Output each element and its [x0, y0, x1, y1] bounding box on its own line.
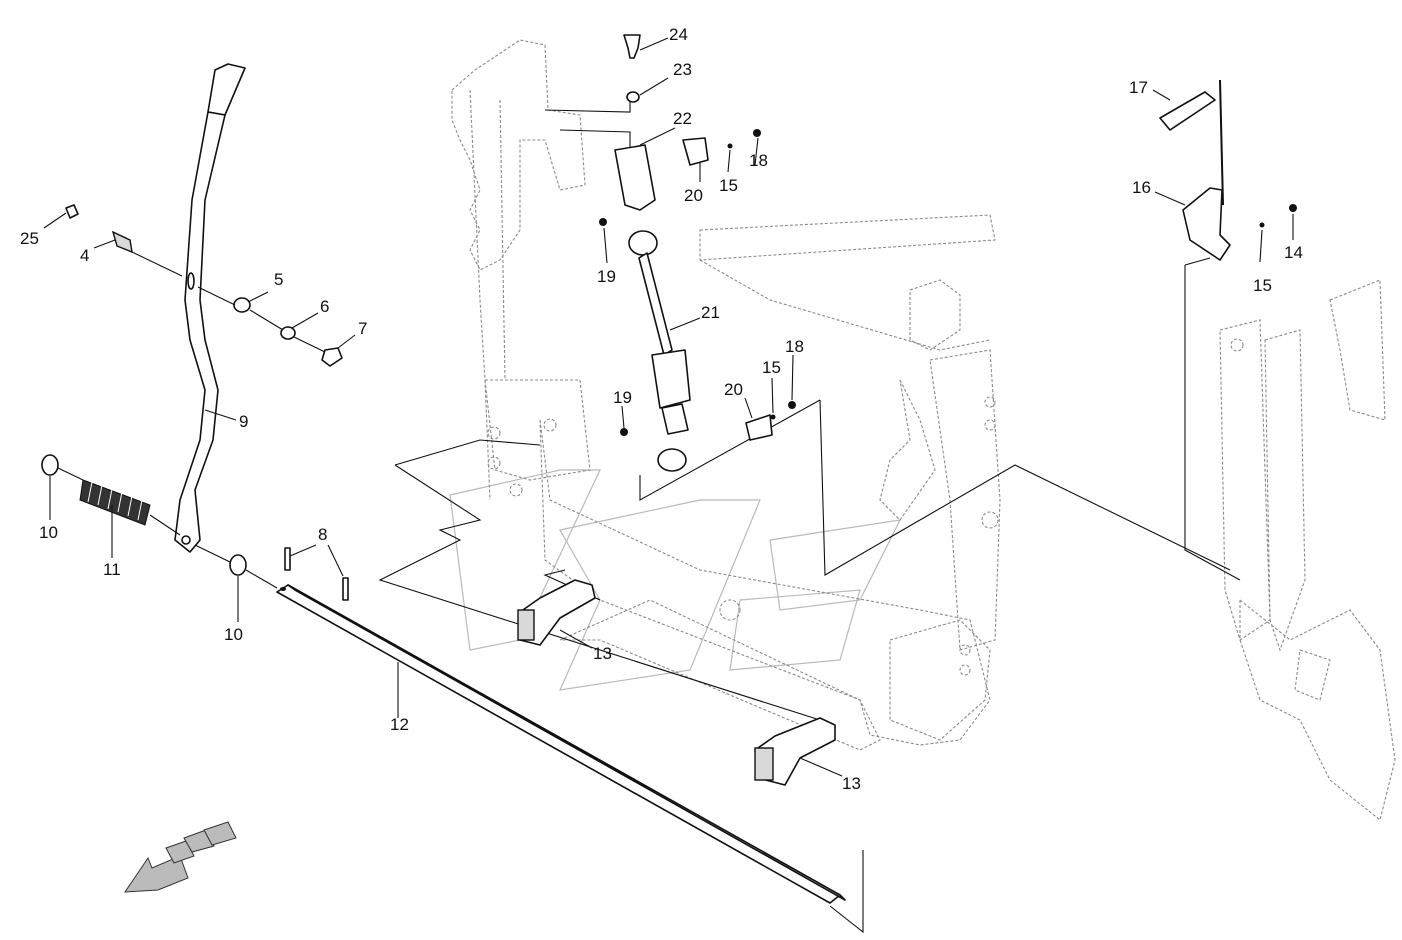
callout-10-right: 10 [224, 625, 243, 644]
callout-25: 25 [20, 229, 39, 248]
cylinder-part-21 [599, 34, 796, 472]
callout-7: 7 [358, 319, 367, 338]
washer-part-10-left [41, 454, 59, 476]
front-direction-arrow [124, 821, 237, 893]
callout-15-lower: 15 [762, 358, 781, 377]
callout-6: 6 [320, 297, 329, 316]
callout-19-lower: 19 [613, 388, 632, 407]
cam-part-13-upper [517, 579, 596, 646]
callout-4: 4 [80, 246, 89, 265]
pins-part-8 [284, 547, 349, 601]
watermark [449, 469, 902, 691]
lever-part-9 [174, 63, 246, 553]
callout-5: 5 [274, 270, 283, 289]
callout-12: 12 [390, 715, 409, 734]
callout-14: 14 [1284, 243, 1303, 262]
callout-13-upper: 13 [593, 644, 612, 663]
callout-9: 9 [239, 412, 248, 431]
callout-20-lower: 20 [724, 380, 743, 399]
shaft-part-12 [276, 584, 846, 904]
callout-19: 19 [597, 267, 616, 286]
callout-18-lower: 18 [785, 337, 804, 356]
callout-23: 23 [673, 60, 692, 79]
callout-10-left: 10 [39, 523, 58, 542]
callout-16: 16 [1132, 178, 1151, 197]
callout-11: 11 [103, 560, 121, 579]
leader-lines [43, 37, 1294, 777]
callout-15-right: 15 [1253, 276, 1272, 295]
bracket-part-16 [1159, 79, 1297, 261]
callout-8: 8 [318, 525, 327, 544]
callout-24: 24 [669, 25, 688, 44]
callout-22: 22 [673, 109, 692, 128]
callout-13-lower: 13 [842, 774, 861, 793]
callout-17: 17 [1129, 78, 1148, 97]
callout-18: 18 [749, 151, 768, 170]
callout-labels: 24 23 22 18 20 15 19 21 18 15 20 19 17 1… [20, 25, 1303, 793]
cam-part-13-lower [754, 717, 836, 786]
callout-15: 15 [719, 176, 738, 195]
spring-part-11 [79, 479, 151, 526]
ghost-frame [451, 39, 1396, 821]
fastener-group-4-7 [65, 204, 343, 367]
callout-20: 20 [684, 186, 703, 205]
washer-part-10-right [229, 554, 247, 576]
callout-21: 21 [701, 303, 720, 322]
assembly-boundaries [378, 102, 1241, 934]
